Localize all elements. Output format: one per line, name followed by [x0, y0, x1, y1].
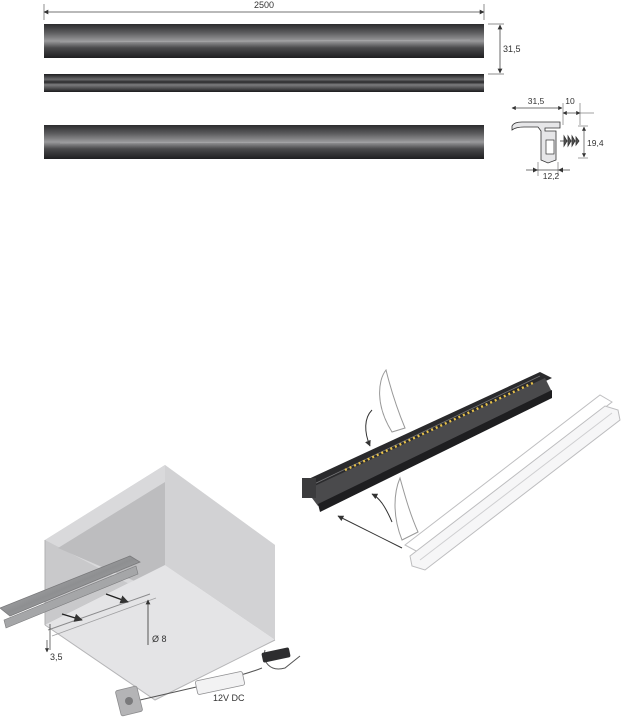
white-profile: [404, 394, 613, 553]
section-flange-dimension: 10: [562, 96, 594, 125]
cabinet-rail: [0, 555, 141, 617]
profile-bar-top: [44, 74, 484, 92]
length-label: 2500: [254, 0, 274, 10]
led-driver: [195, 671, 245, 695]
cabinet-installation: 3,5 Ø 8 12V DC: [0, 465, 301, 717]
peel-liner-top: [379, 368, 406, 433]
hole-label: Ø 8: [152, 634, 167, 644]
slide-arrow-2: [105, 593, 129, 604]
peel-arrow-top: [365, 409, 373, 447]
cabinet-right-side: [165, 465, 275, 640]
section-width-dimension: 31,5: [511, 96, 563, 111]
recess-dimension: 3,5: [44, 624, 63, 662]
section-depth-label: 19,4: [587, 138, 604, 148]
slide-arrow-1: [61, 613, 83, 622]
height-dimension: 31,5: [488, 23, 521, 75]
hole-dimension: Ø 8: [145, 599, 167, 645]
section-flange-label: 10: [565, 96, 575, 106]
section-width-label: 31,5: [528, 96, 545, 106]
section-depth-dimension: 19,4: [578, 125, 604, 159]
cable-switch: [261, 647, 291, 663]
cross-section: 31,5 10 19,4: [511, 96, 604, 181]
insert-arrow: [337, 515, 403, 549]
section-base-dimension: 12,2: [526, 162, 570, 181]
fixing-fin: [560, 134, 580, 148]
section-base-label: 12,2: [543, 171, 560, 181]
peel-liner-bottom: [394, 476, 419, 541]
peel-arrow-bottom: [371, 493, 393, 523]
recess-label: 3,5: [50, 652, 63, 662]
cabinet-bottom: [45, 565, 275, 700]
height-label: 31,5: [503, 44, 521, 54]
length-dimension: 2500: [43, 0, 485, 20]
power-label: 12V DC: [213, 693, 245, 703]
profile-mounting-illustration: [302, 368, 621, 571]
